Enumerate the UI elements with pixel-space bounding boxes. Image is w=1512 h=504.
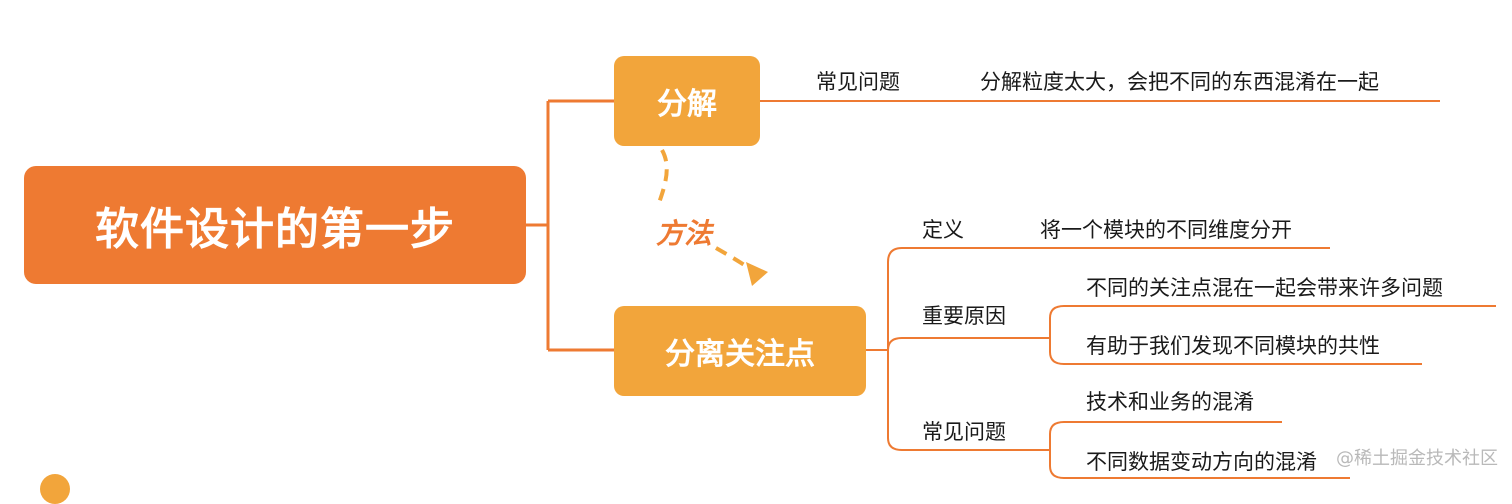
- method-label: 方法: [656, 217, 713, 250]
- connector-reason-2: [1049, 338, 1422, 365]
- connector-problems: [887, 350, 1050, 451]
- method-arrowhead: [746, 262, 768, 286]
- connector-definition: [887, 247, 1330, 350]
- problem-item-1: 技术和业务的混淆: [1086, 390, 1254, 414]
- branch-decompose[interactable]: 分解: [614, 56, 760, 146]
- branch-separation-label: 分离关注点: [665, 337, 815, 372]
- problems-label: 常见问题: [922, 420, 1006, 444]
- decompose-problems-label: 常见问题: [816, 70, 900, 94]
- definition-label: 定义: [922, 218, 964, 242]
- connector-problem-2: [1049, 450, 1350, 479]
- mind-map: 软件设计的第一步 分解 常见问题 分解粒度太大，会把不同的东西混淆在一起 方法 …: [24, 56, 1498, 504]
- reason-item-2: 有助于我们发现不同模块的共性: [1086, 334, 1380, 358]
- connector-reason-1: [1049, 305, 1496, 338]
- decompose-problems-detail: 分解粒度太大，会把不同的东西混淆在一起: [980, 70, 1379, 94]
- watermark: @稀土掘金技术社区: [1336, 448, 1498, 469]
- root-label: 软件设计的第一步: [95, 204, 455, 255]
- problem-item-2: 不同数据变动方向的混淆: [1086, 450, 1317, 474]
- definition-item: 将一个模块的不同维度分开: [1040, 218, 1292, 242]
- connector-reasons: [887, 337, 1050, 351]
- root-node[interactable]: 软件设计的第一步: [24, 166, 526, 284]
- branch-decompose-label: 分解: [657, 87, 717, 122]
- method-arrow-curve-2: [715, 246, 754, 272]
- reasons-label: 重要原因: [922, 304, 1006, 328]
- partial-node-marker: [40, 474, 70, 504]
- connector-problem-1: [1049, 421, 1282, 450]
- connector-lines: [526, 99, 1496, 479]
- branch-separation[interactable]: 分离关注点: [614, 306, 866, 396]
- reason-item-1: 不同的关注点混在一起会带来许多问题: [1086, 276, 1443, 300]
- method-arrow-curve-1: [656, 149, 669, 207]
